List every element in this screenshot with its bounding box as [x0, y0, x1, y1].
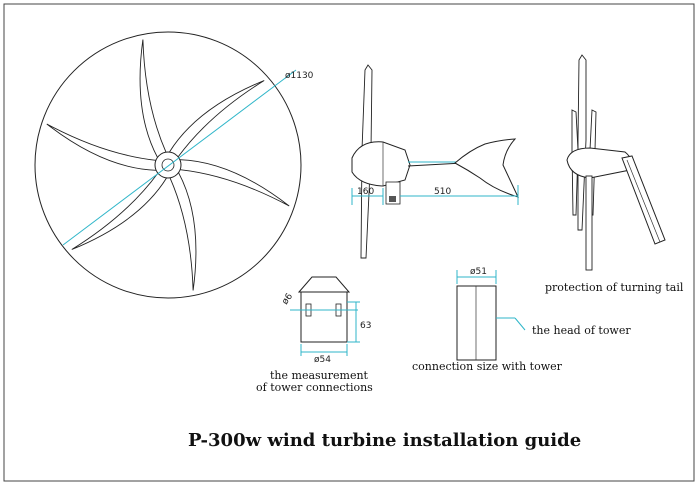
rear-view-caption: protection of turning tail [545, 281, 684, 294]
rotor-diameter-label: ø1130 [285, 71, 314, 81]
tower-head-tube [456, 285, 497, 361]
side-tail-fin [454, 138, 519, 198]
rotor-blade [46, 123, 157, 171]
tower-head-diameter-label: ø51 [470, 267, 487, 277]
rear-tail-boom [621, 155, 666, 245]
dim-tail-label: 510 [434, 187, 451, 197]
rotor-hub-inner [161, 158, 175, 172]
connection-height-label: 63 [360, 321, 371, 331]
page-border [3, 3, 695, 482]
connection-body [300, 291, 348, 343]
connection-bolt-label: ø6 [280, 292, 295, 307]
tower-head-detail: ø51 the head of tower connection size wi… [412, 267, 631, 373]
rotor-blade [179, 159, 290, 207]
turbine-side-view: 160 510 [351, 64, 519, 259]
connection-cap [297, 276, 351, 293]
connection-caption-line2: of tower connections [256, 381, 373, 394]
rotor-blade [71, 172, 168, 250]
turbine-rear-view: protection of turning tail [545, 54, 684, 294]
diagram-title: P-300w wind turbine installation guide [188, 430, 581, 451]
rear-mast [585, 175, 593, 271]
rear-blade-back [577, 54, 587, 231]
tower-connection-detail: ø6 63 ø54 the measurement of tower conne… [256, 276, 373, 394]
side-nacelle [351, 141, 411, 187]
diameter-line [62, 69, 297, 246]
rotor-blade [139, 39, 167, 159]
dim-hub-label: 160 [357, 187, 374, 197]
rotor-blades [46, 39, 290, 291]
rotor-circle [34, 31, 302, 299]
tower-head-pointer-label: the head of tower [532, 324, 631, 337]
rotor-hub [154, 151, 182, 179]
rear-nacelle [566, 147, 633, 179]
rotor-front-view: ø1130 [34, 31, 314, 299]
connection-diameter-label: ø54 [314, 355, 331, 365]
connection-caption-line1: the measurement [270, 369, 369, 382]
tower-head-caption: connection size with tower [412, 360, 563, 373]
rotor-blade [168, 80, 265, 158]
rotor-blade [169, 171, 197, 291]
